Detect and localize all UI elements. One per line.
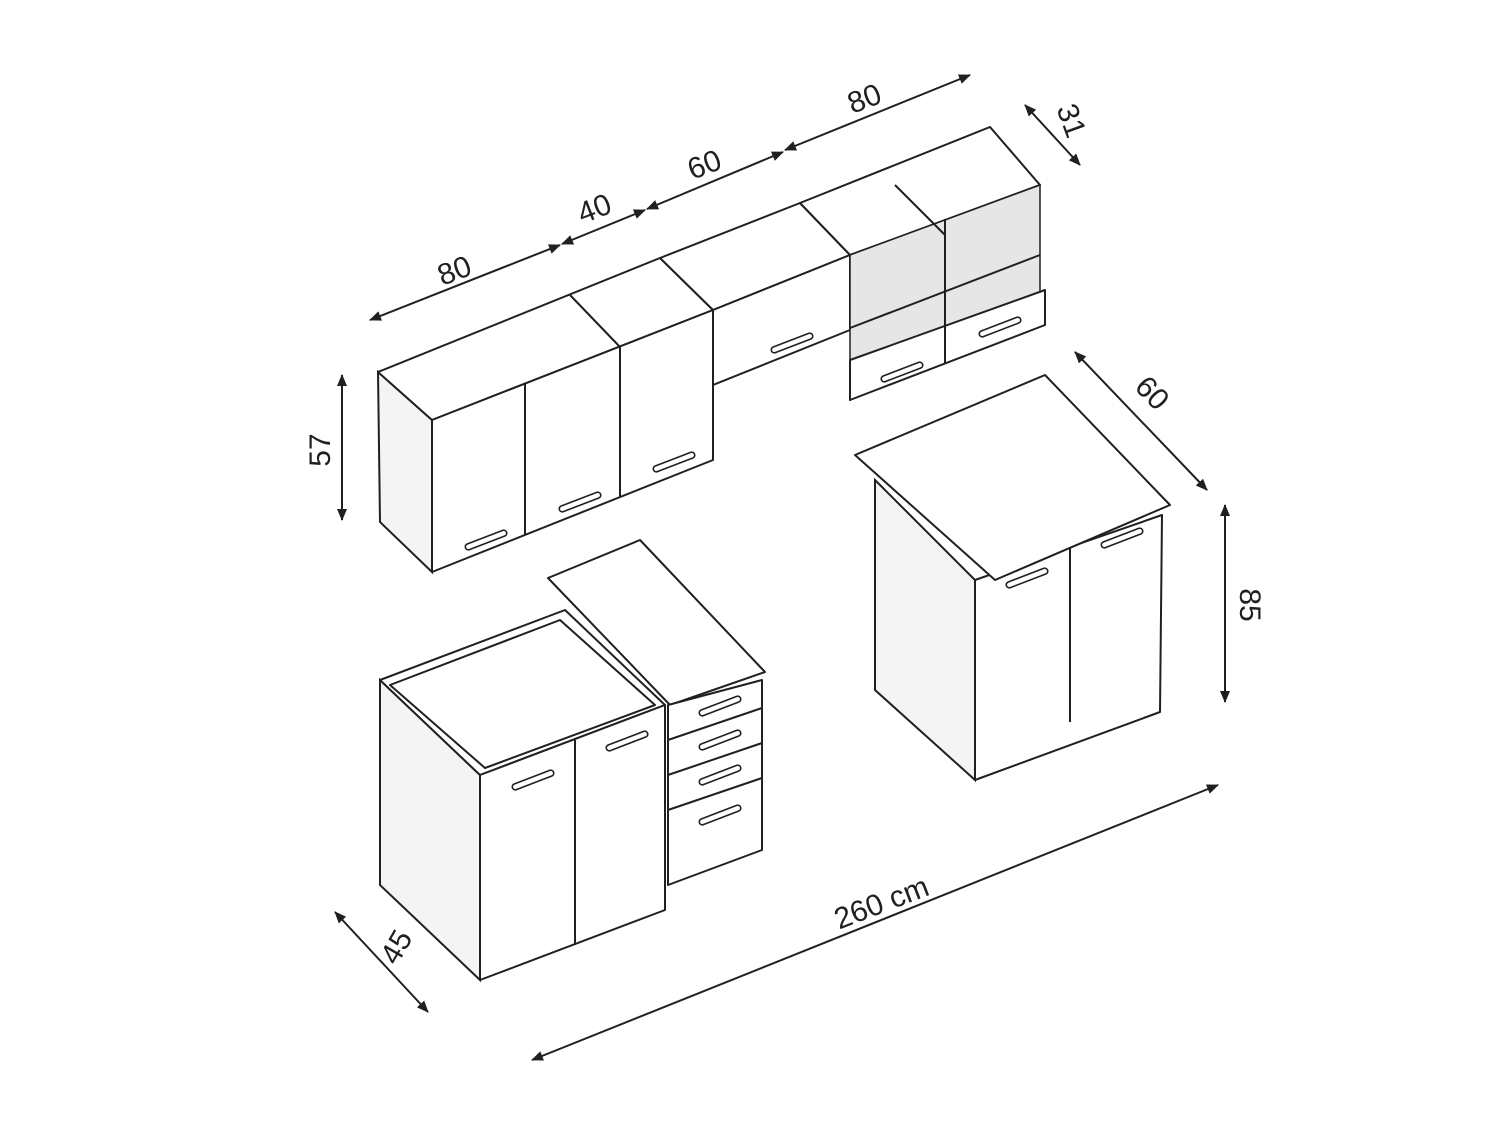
label-upper-60: 60: [683, 144, 726, 187]
dim-arrow-base-depth-right: [1074, 351, 1208, 491]
drawer-line: [667, 742, 763, 776]
label-base-depth-right: 60: [1128, 370, 1175, 417]
handle: [698, 729, 742, 751]
dim-arrow-upper-80-right: [784, 74, 971, 151]
handle: [511, 769, 555, 791]
countertop: [547, 539, 766, 706]
lower-left-cabinets: [379, 539, 766, 983]
handle: [652, 451, 696, 473]
top-divider: [569, 294, 621, 348]
handle: [1100, 527, 1144, 549]
handle: [605, 730, 649, 752]
sink-cabinet-inner: [389, 619, 656, 769]
label-upper-height: 57: [304, 433, 337, 466]
drawer-line: [667, 707, 763, 741]
label-upper-80-right: 80: [843, 78, 886, 121]
label-total-width: 260 cm: [830, 870, 934, 936]
label-base-height: 85: [1233, 588, 1266, 621]
handle: [464, 529, 508, 551]
handle: [558, 491, 602, 513]
top-divider: [894, 184, 946, 236]
handle: [770, 332, 814, 354]
glass-shelf: [849, 254, 1041, 329]
handle: [698, 695, 742, 717]
dim-arrow-upper-40: [561, 209, 646, 245]
dim-arrow-upper-depth: [1024, 104, 1081, 166]
handle: [1005, 567, 1049, 589]
label-upper-80-left: 80: [433, 250, 476, 293]
dim-arrow-base-depth-left: [334, 911, 429, 1013]
dimension-arrows: [334, 74, 1230, 1061]
dim-arrow-upper-80-left: [369, 244, 561, 321]
handle: [978, 316, 1022, 338]
lower-right-cabinet: [854, 374, 1171, 783]
label-base-depth-left: 45: [374, 925, 419, 970]
dim-arrow-total-width: [531, 784, 1219, 1061]
label-upper-depth: 31: [1050, 99, 1092, 142]
handle: [698, 764, 742, 786]
dim-arrow-upper-60: [646, 151, 784, 210]
handle: [880, 361, 924, 383]
